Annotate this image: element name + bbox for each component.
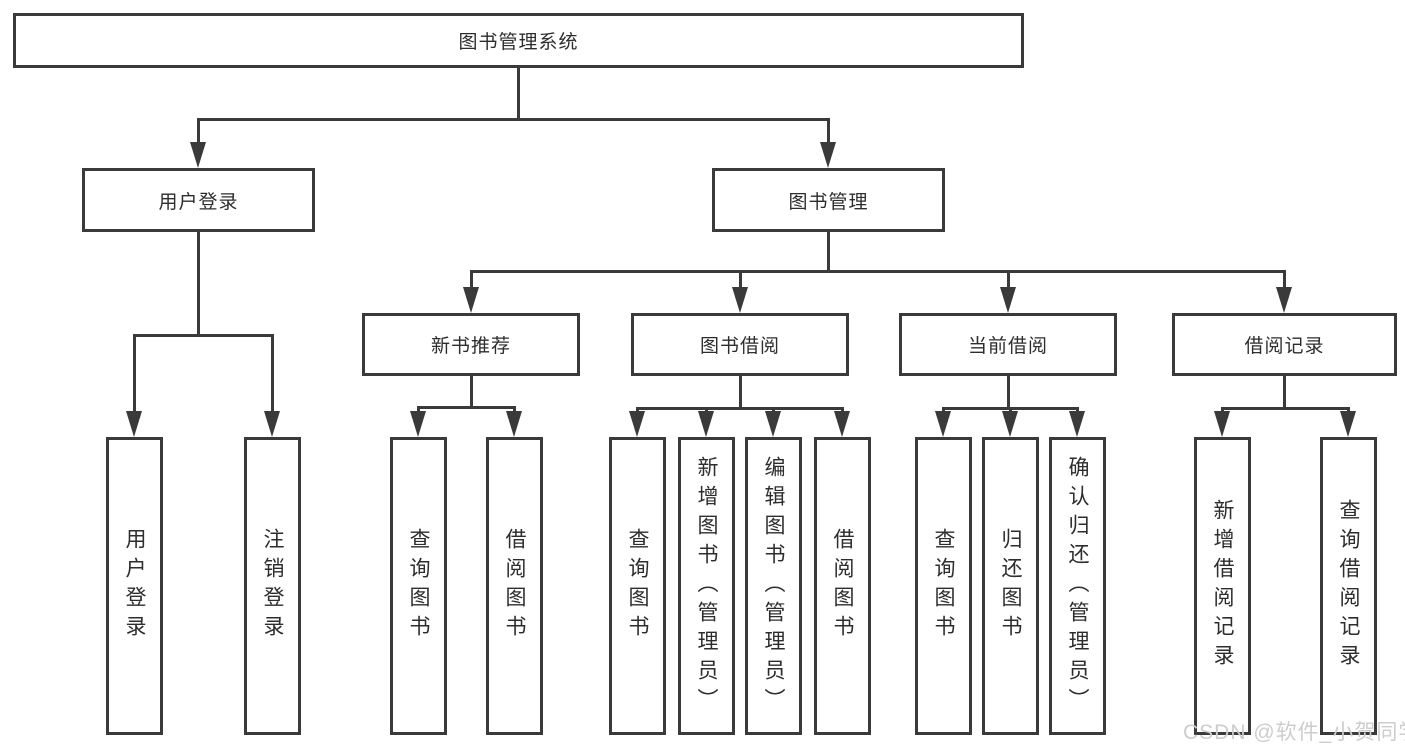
connector-book-borrow-drop bbox=[738, 376, 742, 408]
connector-root-arrowhead-1 bbox=[820, 142, 836, 168]
connector-borrow-records-arrowhead-1 bbox=[1340, 411, 1356, 437]
leaf-add-borrow-record: 新增借阅记录 bbox=[1194, 437, 1251, 735]
connector-book-management-hline bbox=[469, 269, 1286, 273]
leaf-confirm-return-admin: 确认归还（管理员） bbox=[1049, 437, 1106, 735]
connector-book-borrow-arrowhead-2 bbox=[765, 411, 781, 437]
connector-new-book-drop bbox=[469, 376, 473, 407]
connector-book-borrow-arrowhead-0 bbox=[629, 411, 645, 437]
connector-user-login-arrowhead-1 bbox=[264, 411, 280, 437]
node-book-borrow: 图书借阅 bbox=[631, 313, 849, 376]
connector-root-hline bbox=[196, 117, 830, 121]
connector-book-management-drop bbox=[826, 232, 830, 271]
connector-book-management-arrowhead-1 bbox=[732, 287, 748, 313]
connector-borrow-records-drop bbox=[1282, 376, 1286, 408]
connector-book-management-arrowhead-2 bbox=[1000, 287, 1016, 313]
leaf-query-borrow-record: 查询借阅记录 bbox=[1320, 437, 1377, 735]
connector-borrow-records-arrowhead-0 bbox=[1214, 411, 1230, 437]
leaf-query-book-current: 查询图书 bbox=[915, 437, 972, 735]
connector-user-login-hline bbox=[132, 333, 274, 337]
csdn-watermark: CSDN @软件_小贺同学 bbox=[1183, 721, 1405, 744]
node-borrow-records: 借阅记录 bbox=[1172, 313, 1397, 376]
node-current-borrow: 当前借阅 bbox=[899, 313, 1117, 376]
connector-user-login-arrow-stub-1 bbox=[270, 335, 274, 415]
connector-book-management-arrowhead-0 bbox=[463, 287, 479, 313]
connector-root-drop bbox=[516, 68, 520, 119]
connector-current-borrow-arrowhead-2 bbox=[1069, 411, 1085, 437]
connector-book-management-arrow-stub-1 bbox=[738, 271, 742, 291]
leaf-borrow-book-recommend: 借阅图书 bbox=[486, 437, 543, 735]
connector-new-book-arrowhead-0 bbox=[410, 411, 426, 437]
leaf-return-book: 归还图书 bbox=[982, 437, 1039, 735]
connector-book-borrow-arrowhead-1 bbox=[698, 411, 714, 437]
connector-user-login-arrow-stub-0 bbox=[132, 335, 136, 415]
connector-book-management-arrow-stub-2 bbox=[1006, 271, 1010, 291]
connector-user-login-drop bbox=[196, 232, 200, 335]
leaf-edit-book-admin: 编辑图书（管理员） bbox=[745, 437, 802, 735]
connector-book-management-arrowhead-3 bbox=[1276, 287, 1292, 313]
leaf-borrow-book: 借阅图书 bbox=[814, 437, 871, 735]
connector-current-borrow-arrowhead-0 bbox=[935, 411, 951, 437]
leaf-logout: 注销登录 bbox=[244, 437, 301, 735]
connector-root-arrowhead-0 bbox=[190, 142, 206, 168]
node-root: 图书管理系统 bbox=[13, 13, 1024, 68]
leaf-query-book-borrow: 查询图书 bbox=[609, 437, 666, 735]
leaf-add-book-admin: 新增图书（管理员） bbox=[678, 437, 735, 735]
connector-current-borrow-arrowhead-1 bbox=[1002, 411, 1018, 437]
connector-new-book-hline bbox=[416, 405, 516, 409]
connector-new-book-arrowhead-1 bbox=[506, 411, 522, 437]
connector-root-arrow-stub-0 bbox=[196, 119, 200, 146]
leaf-user-login: 用户登录 bbox=[106, 437, 163, 735]
leaf-query-book-recommend: 查询图书 bbox=[390, 437, 447, 735]
connector-book-borrow-arrowhead-3 bbox=[834, 411, 850, 437]
connector-borrow-records-hline bbox=[1220, 406, 1350, 410]
node-user-login: 用户登录 bbox=[82, 168, 315, 232]
connector-book-management-arrow-stub-0 bbox=[469, 271, 473, 291]
node-new-book-recommend: 新书推荐 bbox=[362, 313, 580, 376]
connector-book-borrow-hline bbox=[635, 406, 844, 410]
connector-user-login-arrowhead-0 bbox=[126, 411, 142, 437]
connector-book-management-arrow-stub-3 bbox=[1282, 271, 1286, 291]
connector-current-borrow-drop bbox=[1006, 376, 1010, 408]
node-book-management: 图书管理 bbox=[712, 168, 945, 232]
connector-root-arrow-stub-1 bbox=[826, 119, 830, 146]
